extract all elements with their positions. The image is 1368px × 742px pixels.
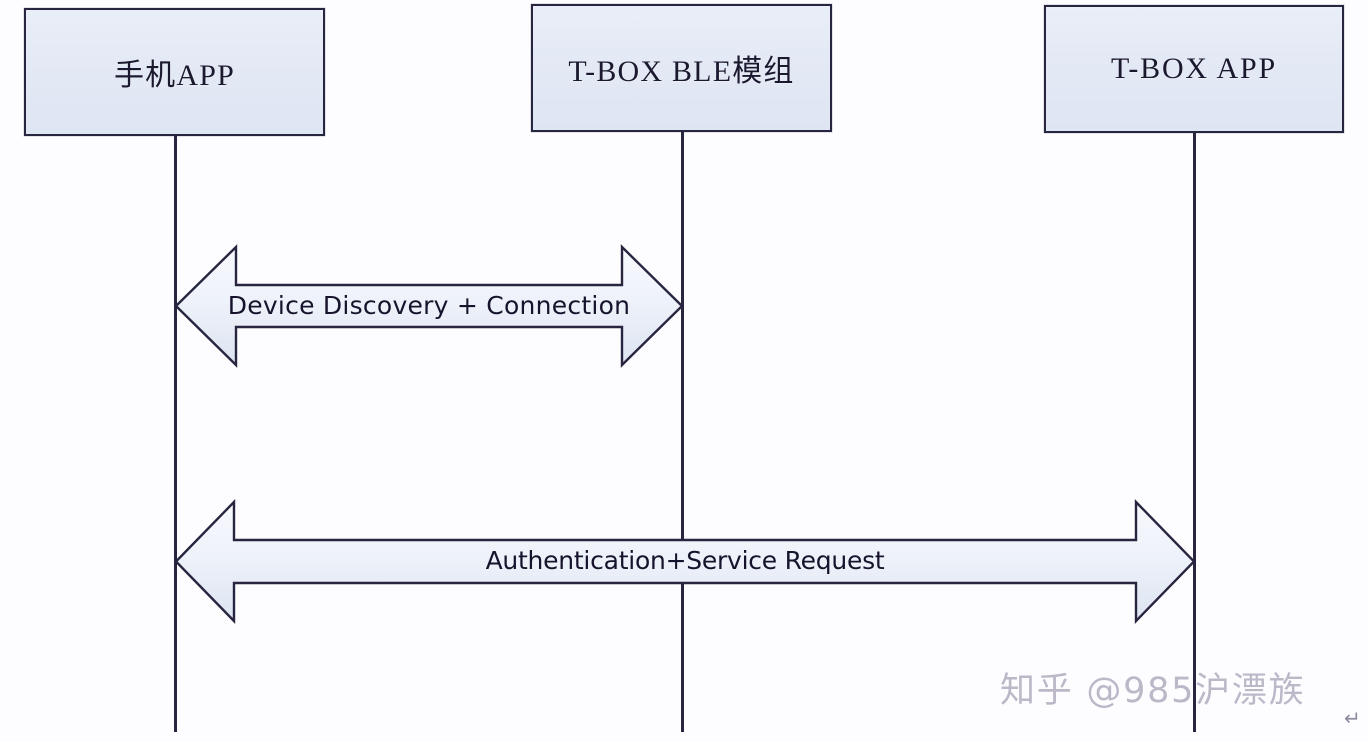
participant-box-tbox-app[interactable]: T-BOX APP <box>1044 5 1344 133</box>
lifeline-phone-app <box>174 136 177 732</box>
watermark-text: 知乎 @985沪漂族 <box>1000 671 1306 711</box>
participant-label-ble-module: T-BOX BLE模组 <box>568 55 795 88</box>
participant-label-phone-app: 手机APP <box>113 59 236 92</box>
double-headed-arrow-icon <box>174 244 684 368</box>
message-arrow-auth[interactable]: Authentication+Service Request <box>174 499 1196 624</box>
lifeline-tbox-app <box>1193 133 1196 732</box>
participant-box-ble-module[interactable]: T-BOX BLE模组 <box>531 4 832 132</box>
participant-box-phone-app[interactable]: 手机APP <box>24 8 325 136</box>
participant-label-tbox-app: T-BOX APP <box>1111 52 1277 85</box>
paragraph-mark-icon: ↵ <box>1344 706 1361 730</box>
double-headed-arrow-icon <box>174 499 1196 624</box>
message-arrow-discovery[interactable]: Device Discovery + Connection <box>174 244 684 368</box>
lifeline-ble-module <box>681 132 684 732</box>
